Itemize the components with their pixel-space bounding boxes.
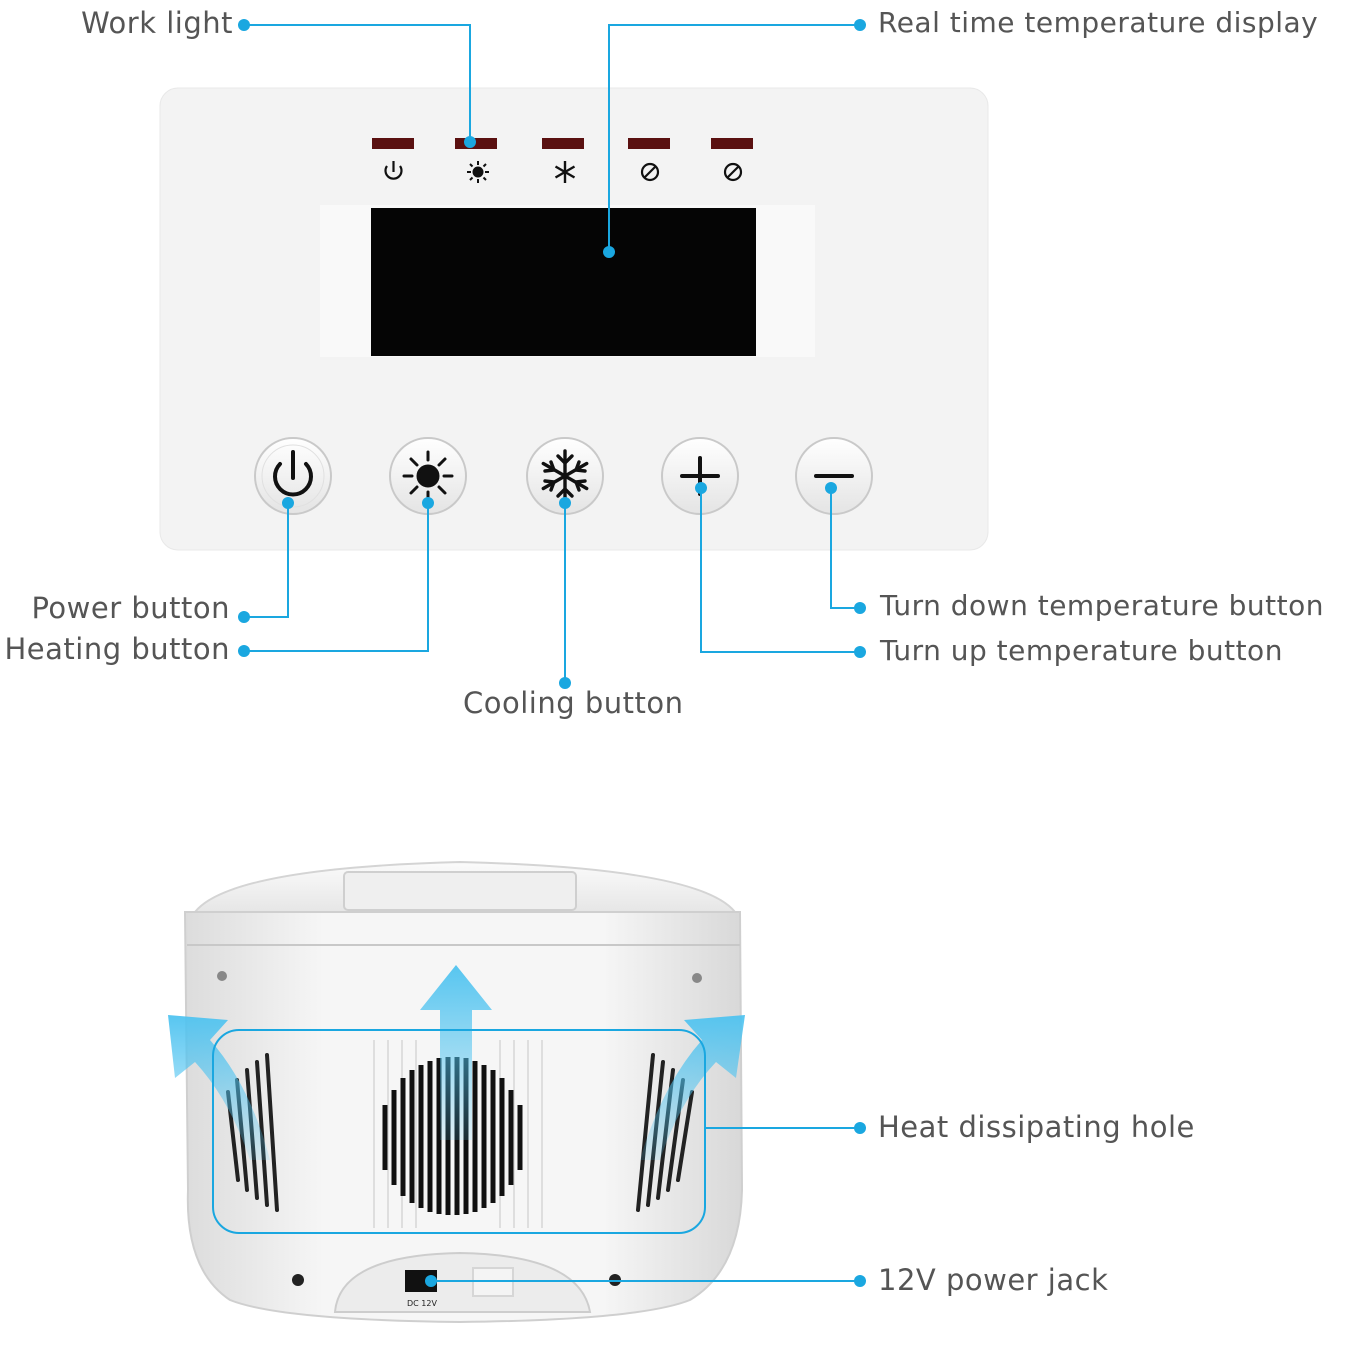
turn-down-temperature-button[interactable] [795,437,873,515]
label-cooling-button: Cooling button [463,686,684,720]
indicator-row [372,138,753,149]
cooling-button[interactable] [526,437,604,515]
label-heat-hole: Heat dissipating hole [878,1110,1195,1144]
snowflake-icon [541,449,589,503]
sun-icon [402,450,454,502]
label-power-button: Power button [31,591,230,625]
power-icon [384,161,403,180]
indicator-led-work-light [455,138,497,149]
label-display: Real time temperature display [878,6,1319,39]
callout-dots [238,19,866,1287]
power-icon [273,450,313,497]
disabled-icon [640,162,660,182]
callout-lines [244,24,860,1282]
screw [692,973,702,983]
indicator-led-cooling [542,138,584,149]
temperature-display [371,208,756,356]
snowflake-icon [554,161,576,183]
mini-fridge [168,860,745,1324]
disabled-icon [723,162,743,182]
power-jack-label: DC 12V [407,1299,437,1308]
heat-dissipating-zone [212,1029,706,1234]
indicator-led-power [372,138,414,149]
indicator-led-5 [711,138,753,149]
label-heating-button: Heating button [4,632,230,666]
airflow-arrows [168,965,745,1160]
screw [292,1274,304,1286]
label-work-light: Work light [81,6,233,40]
label-turn-up-button: Turn up temperature button [880,634,1283,667]
label-turn-down-button: Turn down temperature button [880,589,1324,622]
control-panel [159,87,989,551]
heating-button[interactable] [389,437,467,515]
sun-icon [467,161,489,183]
indicator-led-4 [628,138,670,149]
screw [217,971,227,981]
label-power-jack: 12V power jack [878,1263,1109,1297]
power-button[interactable] [254,437,332,515]
